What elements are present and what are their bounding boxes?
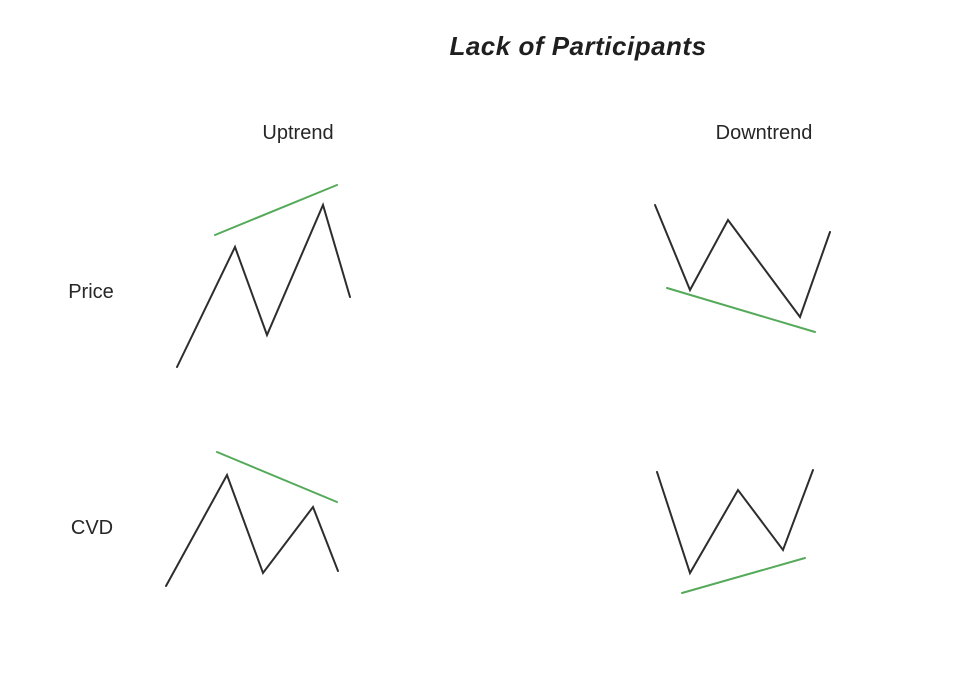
row-label-cvd: CVD [70,517,114,539]
diagram-title: Lack of Participants [449,31,707,61]
column-header-uptrend: Uptrend [262,122,334,144]
price-downtrend-zigzag-line [654,204,831,320]
cvd-downtrend-zigzag-line [656,469,814,576]
cvd-downtrend-trendline [681,557,806,594]
price-uptrend-zigzag-line [176,202,351,368]
cvd-uptrend-trendline [216,451,338,503]
column-header-downtrend: Downtrend [715,122,813,144]
price-uptrend-trendline [214,184,338,236]
row-label-price: Price [68,281,114,303]
price-downtrend-trendline [666,287,816,333]
cvd-uptrend-zigzag-line [165,472,339,587]
